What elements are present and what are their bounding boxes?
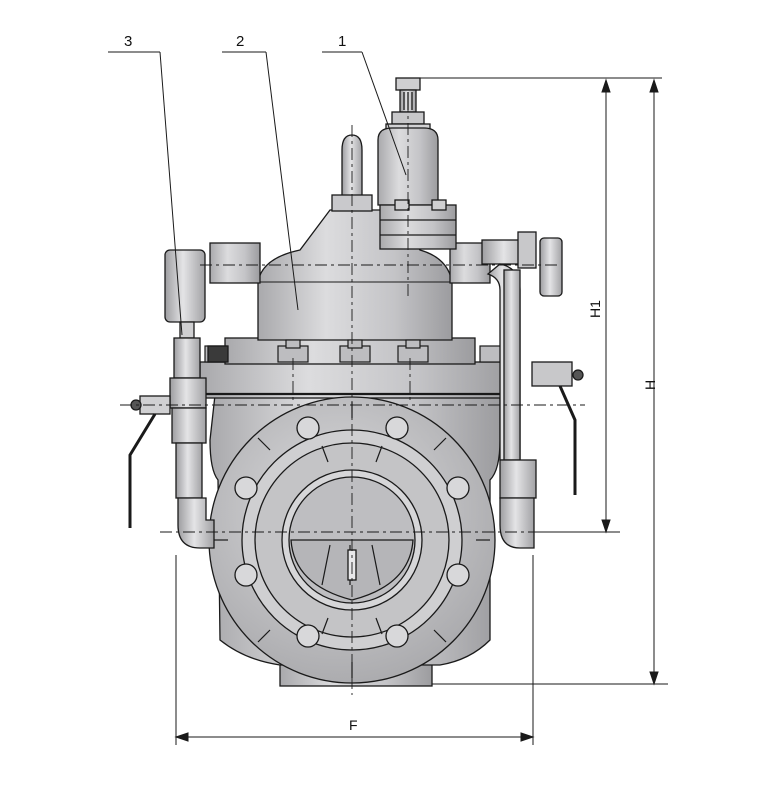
part-label-3: 3 [124, 33, 132, 50]
dimension-label-h: H [642, 380, 658, 390]
part-callouts [108, 51, 407, 336]
flange-bolt-holes [234, 416, 470, 648]
part-label-1: 1 [338, 33, 346, 50]
body-flange-plate [199, 361, 511, 399]
left-control-assembly [128, 249, 229, 549]
dimension-lines [174, 77, 668, 745]
centerlines [120, 100, 600, 695]
dimension-label-h1: H1 [587, 300, 603, 318]
dimension-label-f: F [349, 717, 358, 733]
pilot-valve [377, 77, 457, 250]
strainer [164, 249, 206, 323]
right-control-assembly [481, 231, 584, 549]
part-label-2: 2 [236, 33, 244, 50]
needle-valve-knob [539, 237, 563, 297]
